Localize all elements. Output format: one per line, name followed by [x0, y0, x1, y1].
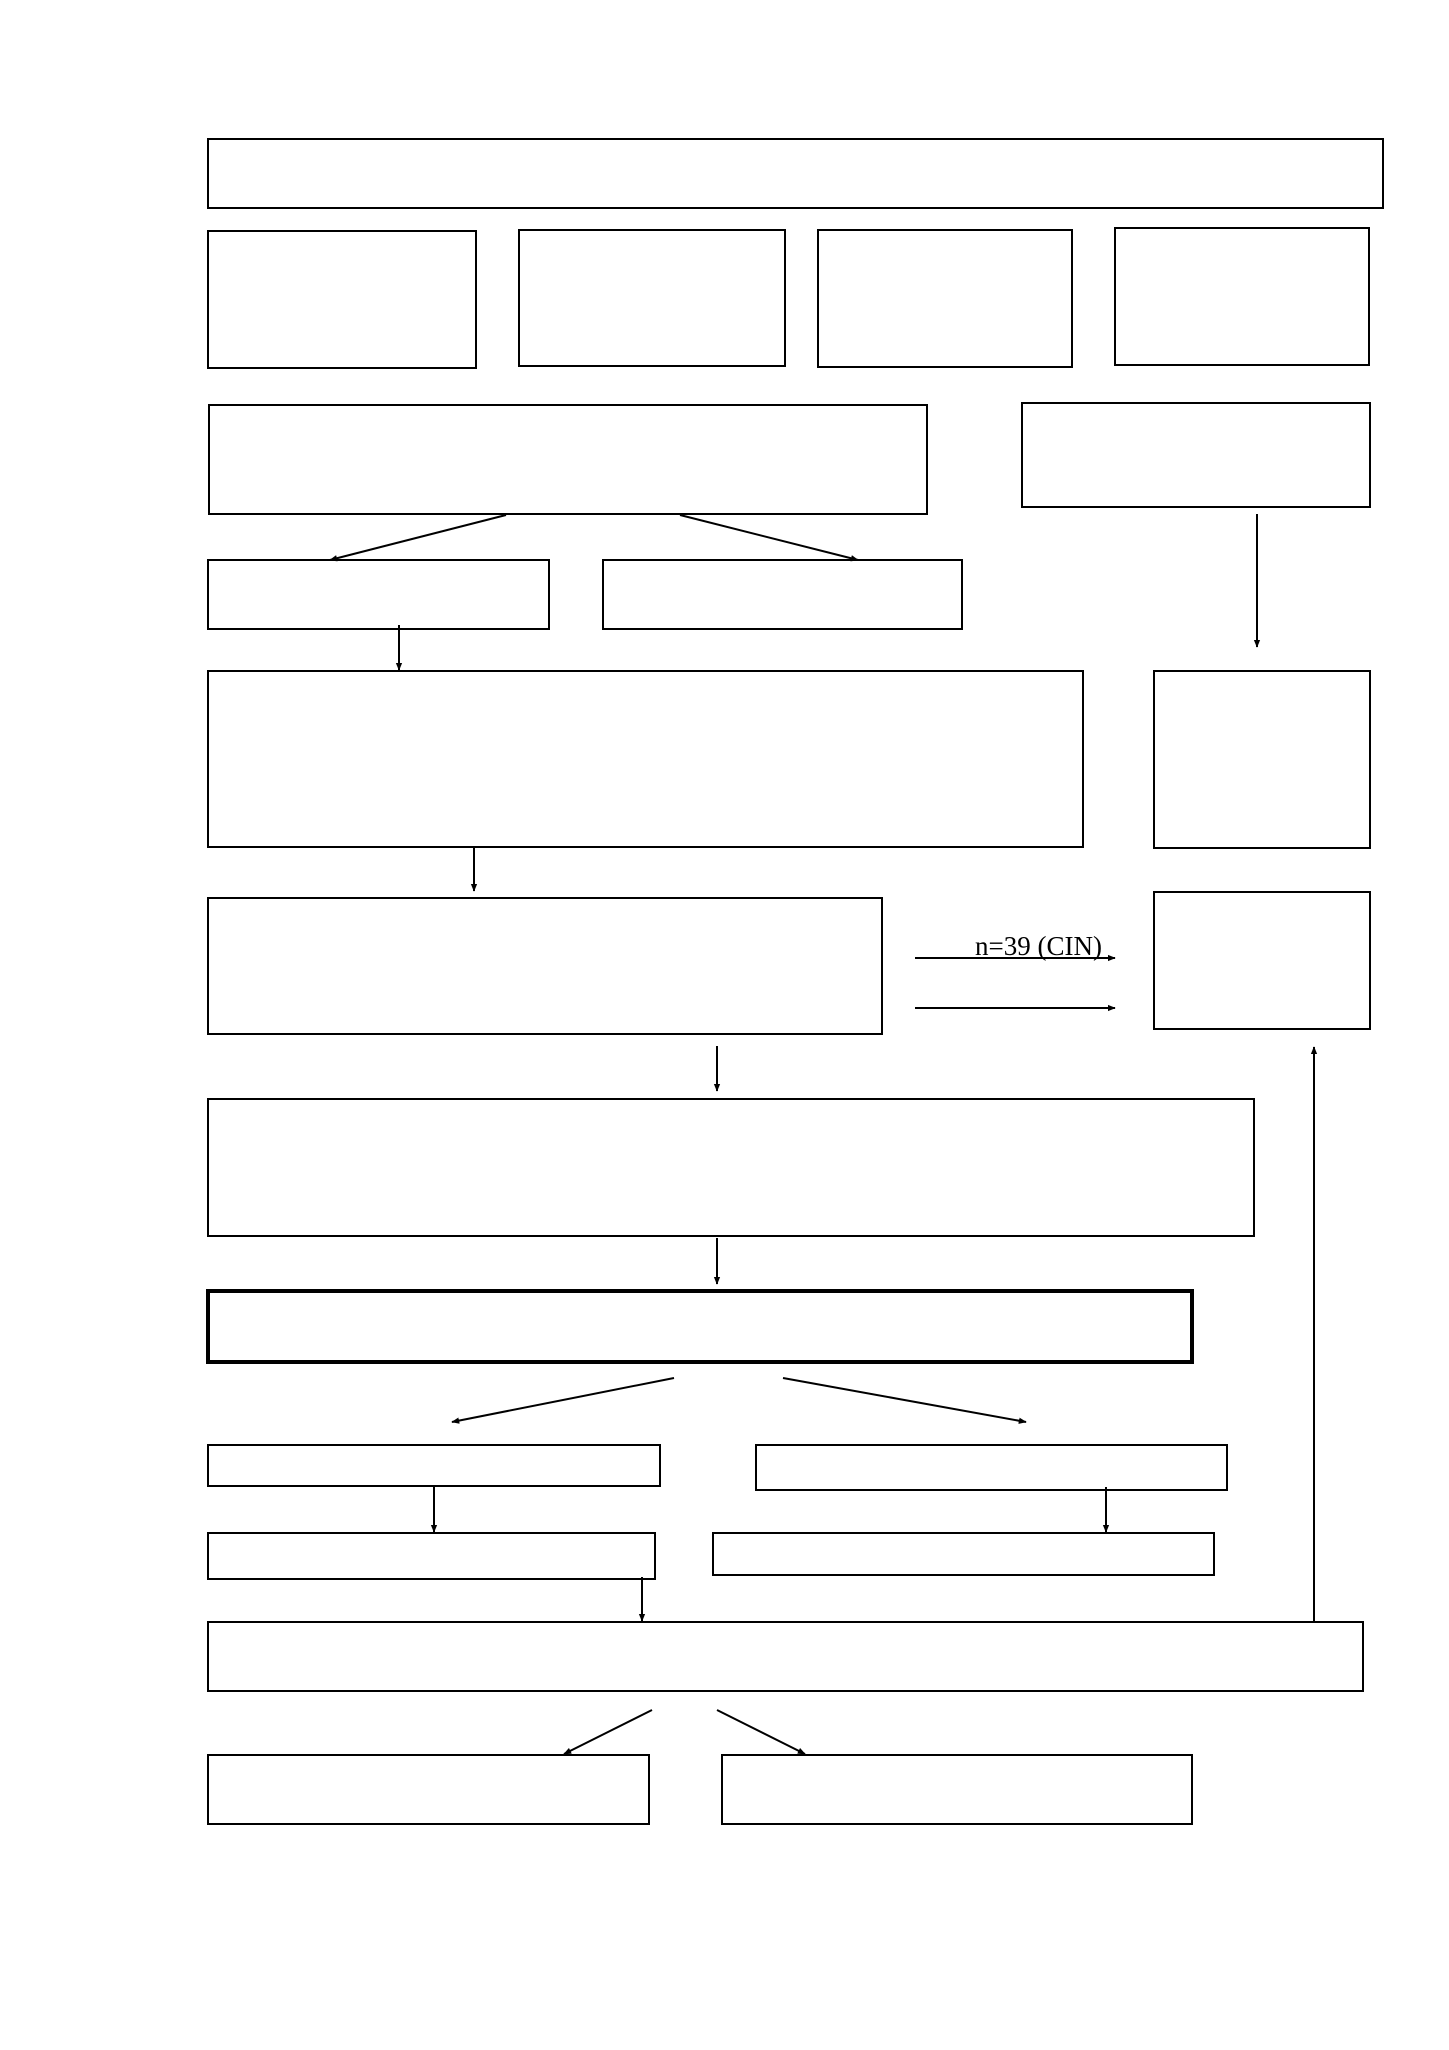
flow-box-row9-left: [207, 1444, 661, 1487]
flow-box-row10-left: [207, 1532, 656, 1580]
flow-box-row2-1: [207, 230, 477, 369]
flow-box-row7: [207, 1098, 1255, 1237]
flow-box-row4-left: [207, 559, 550, 630]
flow-box-row12-right: [721, 1754, 1193, 1825]
arrow-row11-to-row12-left: [563, 1709, 653, 1755]
arrow-row3-to-row4-right: [679, 514, 859, 562]
flow-box-row6-side: [1153, 891, 1371, 1030]
flow-box-row5-main: [207, 670, 1084, 848]
flow-box-row8-bold: [206, 1289, 1194, 1364]
flow-box-row4-right: [602, 559, 963, 630]
flow-box-row9-right: [755, 1444, 1228, 1491]
flow-box-top: [207, 138, 1384, 209]
flow-box-row3-right: [1021, 402, 1371, 508]
flow-box-row6-main: [207, 897, 883, 1035]
flow-box-row2-4: [1114, 227, 1370, 366]
arrow-row8-to-row9-left: [451, 1377, 675, 1424]
flow-box-row2-3: [817, 229, 1073, 368]
flow-box-row11: [207, 1621, 1364, 1692]
arrow-row3-to-row4-left: [329, 514, 507, 562]
arrow-row8-to-row9-right: [782, 1377, 1027, 1424]
flow-box-row12-left: [207, 1754, 650, 1825]
label-cin-count: n=39 (CIN): [975, 931, 1102, 961]
flow-box-row3-left: [208, 404, 928, 515]
flow-box-row10-right: [712, 1532, 1215, 1576]
flow-box-row5-side: [1153, 670, 1371, 849]
arrow-row11-to-row12-right: [716, 1709, 806, 1755]
flow-box-row2-2: [518, 229, 786, 367]
